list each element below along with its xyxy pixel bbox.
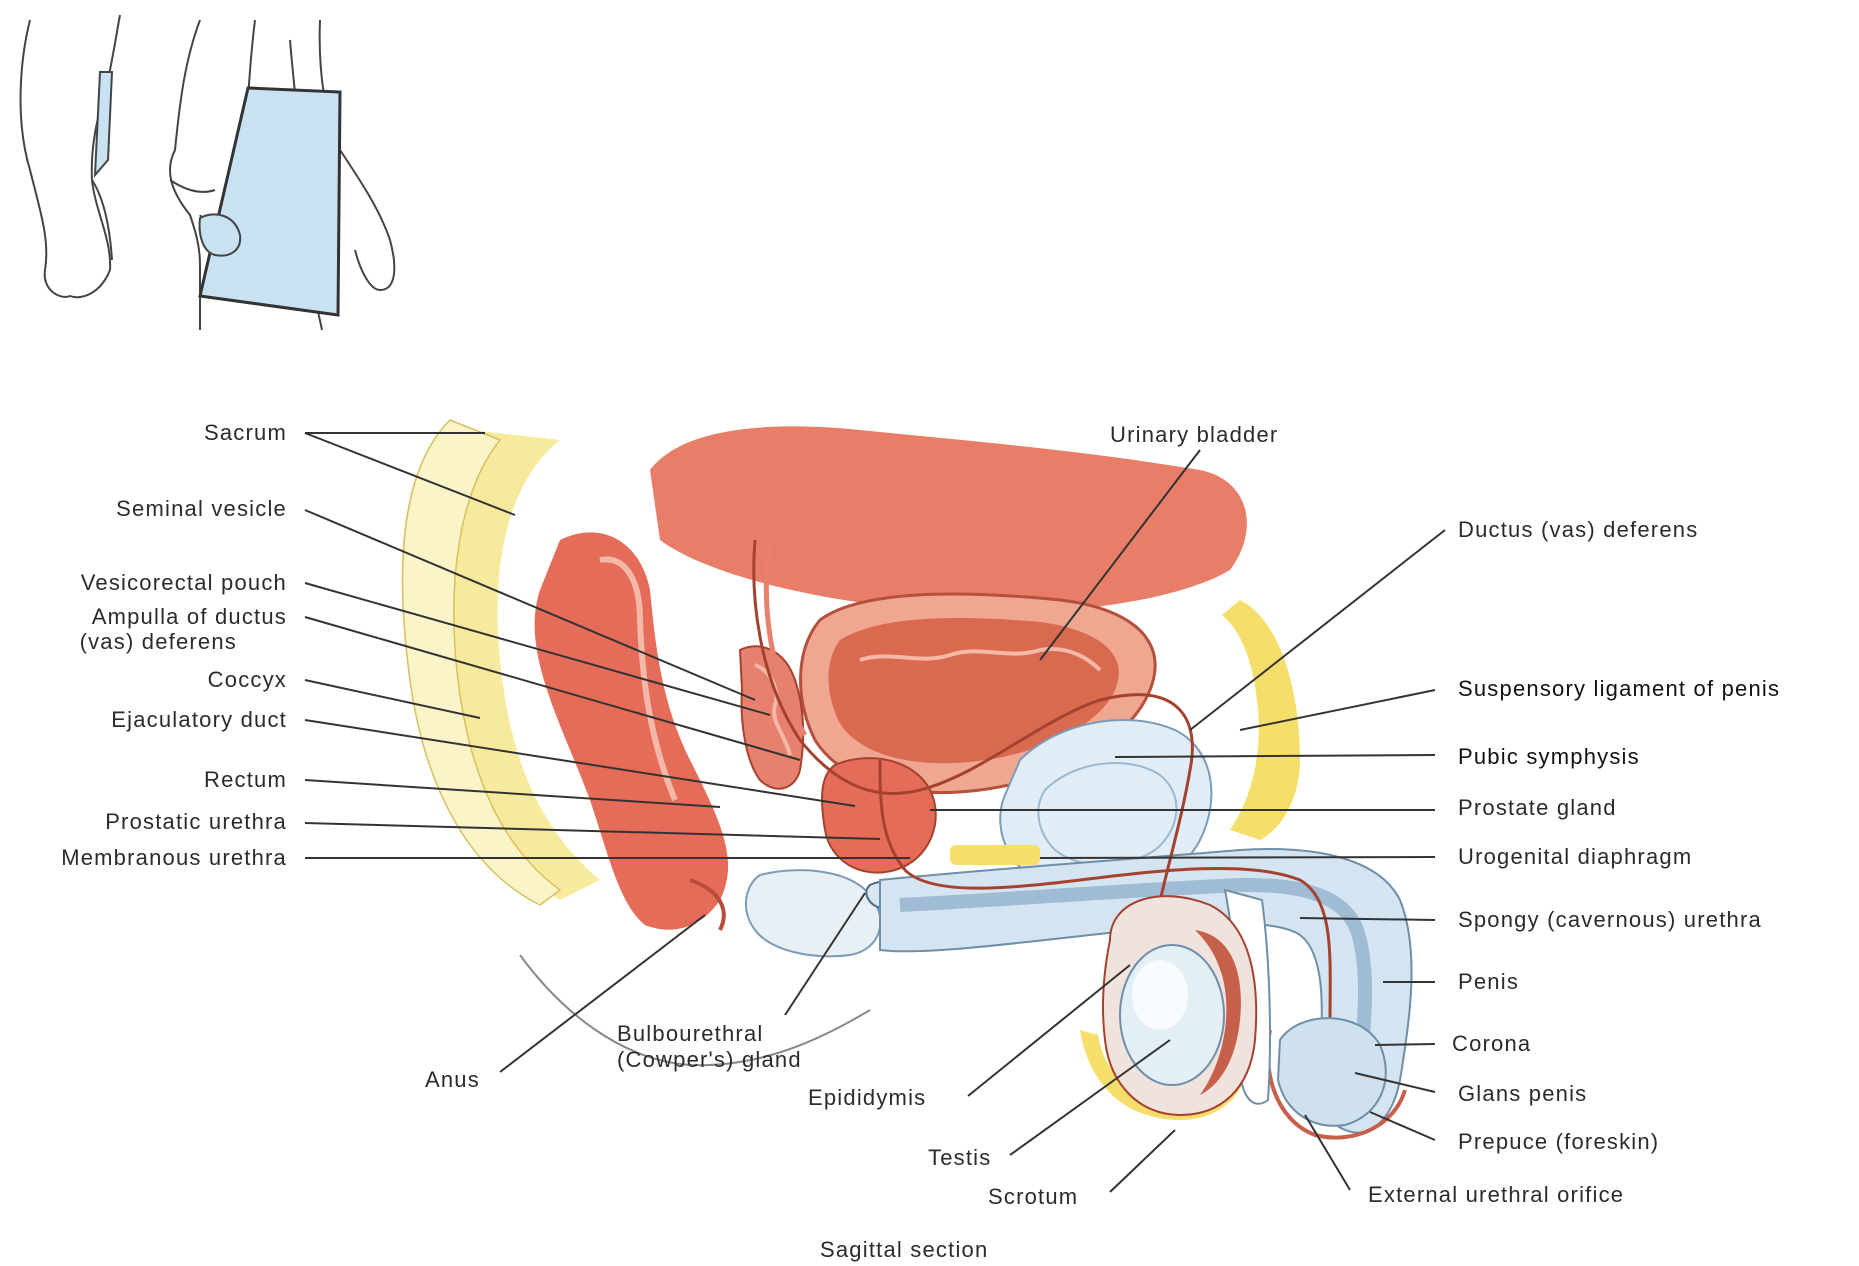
- line-urogenital-diaphragm: [1040, 857, 1435, 858]
- label-ampulla-2: (vas) deferens: [80, 630, 237, 654]
- sagittal-plane-main: [200, 88, 340, 315]
- glans-shape: [1278, 1018, 1386, 1126]
- label-seminal-vesicle: Seminal vesicle: [116, 497, 287, 521]
- line-corona: [1375, 1044, 1435, 1045]
- label-testis: Testis: [928, 1146, 991, 1170]
- label-bulbourethral-1: Bulbourethral: [617, 1022, 763, 1046]
- label-rectum: Rectum: [204, 768, 287, 792]
- sagittal-plane: [95, 72, 112, 175]
- label-urinary-bladder: Urinary bladder: [1110, 423, 1278, 447]
- bulb-of-penis: [746, 870, 880, 956]
- label-suspensory-ligament: Suspensory ligament of penis: [1458, 677, 1780, 701]
- label-vesicorectal-pouch: Vesicorectal pouch: [81, 571, 287, 595]
- label-membranous-urethra: Membranous urethra: [61, 846, 287, 870]
- testis-highlight: [1132, 960, 1188, 1030]
- label-penis: Penis: [1458, 970, 1519, 994]
- label-coccyx: Coccyx: [208, 668, 287, 692]
- label-ampulla-1: Ampulla of ductus: [92, 605, 287, 629]
- label-sacrum: Sacrum: [204, 421, 287, 445]
- label-spongy-urethra: Spongy (cavernous) urethra: [1458, 908, 1762, 932]
- line-scrotum: [1110, 1130, 1175, 1192]
- label-bulbourethral-2: (Cowper's) gland: [617, 1048, 802, 1072]
- label-ductus-deferens: Ductus (vas) deferens: [1458, 518, 1698, 542]
- label-pubic-symphysis: Pubic symphysis: [1458, 745, 1640, 769]
- label-prostate-gland: Prostate gland: [1458, 796, 1617, 820]
- label-ejaculatory-duct: Ejaculatory duct: [111, 708, 287, 732]
- figure-caption: Sagittal section: [820, 1237, 988, 1263]
- label-prostatic-urethra: Prostatic urethra: [105, 810, 287, 834]
- label-scrotum: Scrotum: [988, 1185, 1078, 1209]
- label-external-urethral-orifice: External urethral orifice: [1368, 1183, 1624, 1207]
- label-urogenital-diaphragm: Urogenital diaphragm: [1458, 845, 1692, 869]
- abdominal-wall: [650, 426, 1247, 612]
- label-prepuce: Prepuce (foreskin): [1458, 1130, 1659, 1154]
- label-anus: Anus: [425, 1068, 480, 1092]
- urogenital-diaphragm-shape: [950, 845, 1040, 865]
- label-epididymis: Epididymis: [808, 1086, 926, 1110]
- line-prostatic-urethra: [305, 823, 880, 839]
- label-glans-penis: Glans penis: [1458, 1082, 1587, 1106]
- label-corona: Corona: [1452, 1032, 1531, 1056]
